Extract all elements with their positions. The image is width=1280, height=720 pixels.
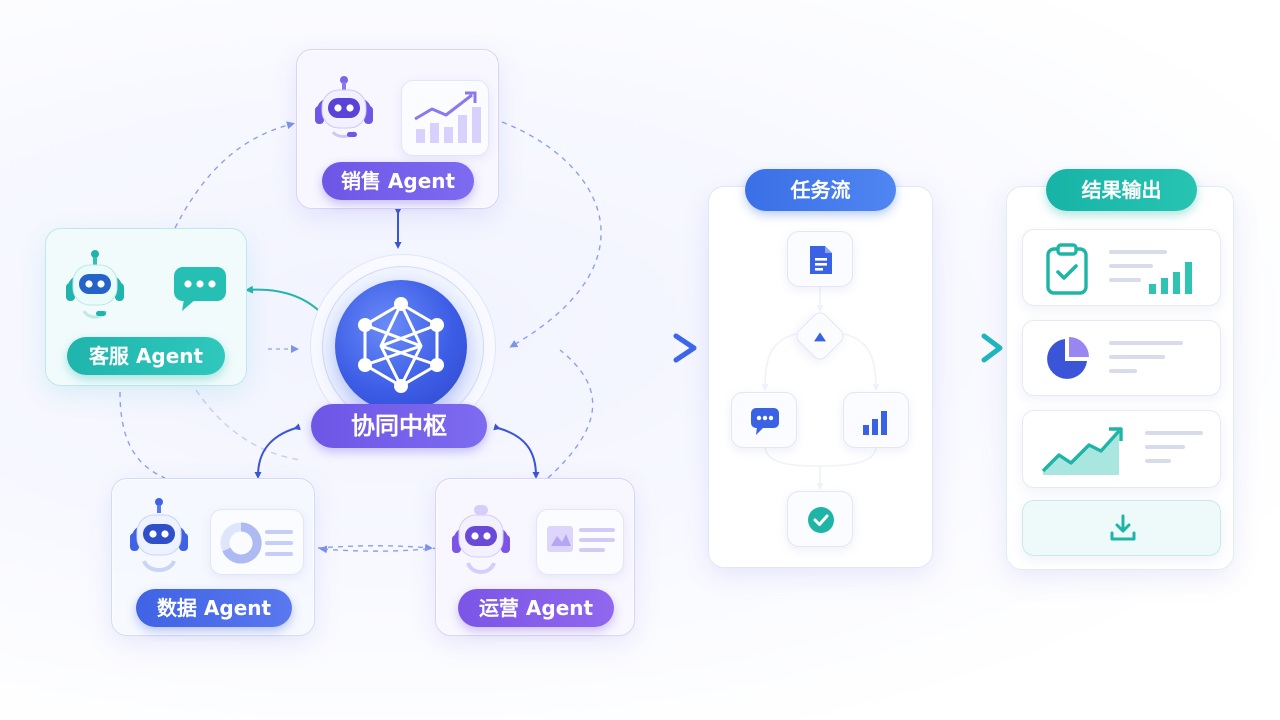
pie-chart-icon bbox=[1047, 337, 1089, 379]
document-icon bbox=[810, 246, 832, 274]
output-title: 结果输出 bbox=[1046, 169, 1197, 211]
clipboard-check-icon bbox=[1046, 243, 1088, 295]
check-circle-icon bbox=[808, 507, 834, 533]
bar-chart-icon bbox=[863, 411, 887, 435]
hub-label: 协同中枢 bbox=[311, 404, 487, 448]
sales-agent-label: 销售 Agent bbox=[322, 162, 474, 200]
chat-icon bbox=[751, 408, 779, 435]
image-list-tile bbox=[536, 509, 624, 575]
donut-list-icon bbox=[220, 522, 293, 564]
robot-headset-icon bbox=[452, 505, 510, 574]
donut-list-tile bbox=[210, 509, 304, 575]
network-hub-icon bbox=[358, 297, 444, 393]
growth-chart-tile bbox=[401, 80, 489, 156]
output-trend-row[interactable] bbox=[1022, 410, 1221, 488]
hub-core[interactable] bbox=[335, 280, 467, 412]
workflow-chart-node[interactable] bbox=[843, 392, 909, 448]
workflow-done-node[interactable] bbox=[787, 491, 853, 547]
output-download-button[interactable] bbox=[1022, 500, 1221, 556]
robot-headset-icon bbox=[130, 498, 188, 572]
area-trend-icon bbox=[1041, 427, 1123, 475]
robot-headset-icon bbox=[66, 250, 124, 319]
decision-diamond-icon bbox=[814, 332, 826, 342]
image-list-icon bbox=[547, 526, 615, 552]
workflow-chat-node[interactable] bbox=[731, 392, 797, 448]
workflow-doc-node[interactable] bbox=[787, 231, 853, 287]
data-agent-label: 数据 Agent bbox=[136, 589, 292, 627]
text-lines-graphic bbox=[1109, 341, 1183, 373]
ops-agent-label: 运营 Agent bbox=[458, 589, 614, 627]
workflow-title: 任务流 bbox=[745, 169, 896, 211]
output-pie-row[interactable] bbox=[1022, 320, 1221, 396]
download-icon bbox=[1110, 514, 1136, 541]
text-lines-graphic bbox=[1145, 431, 1203, 463]
lines-bars-graphic bbox=[1109, 250, 1192, 294]
growth-chart-icon bbox=[414, 91, 481, 143]
output-report-row[interactable] bbox=[1022, 229, 1221, 306]
robot-headset-icon bbox=[315, 76, 373, 138]
service-agent-label: 客服 Agent bbox=[67, 337, 225, 375]
workflow-decision-node[interactable] bbox=[793, 309, 847, 363]
chat-bubble-icon bbox=[174, 267, 226, 311]
